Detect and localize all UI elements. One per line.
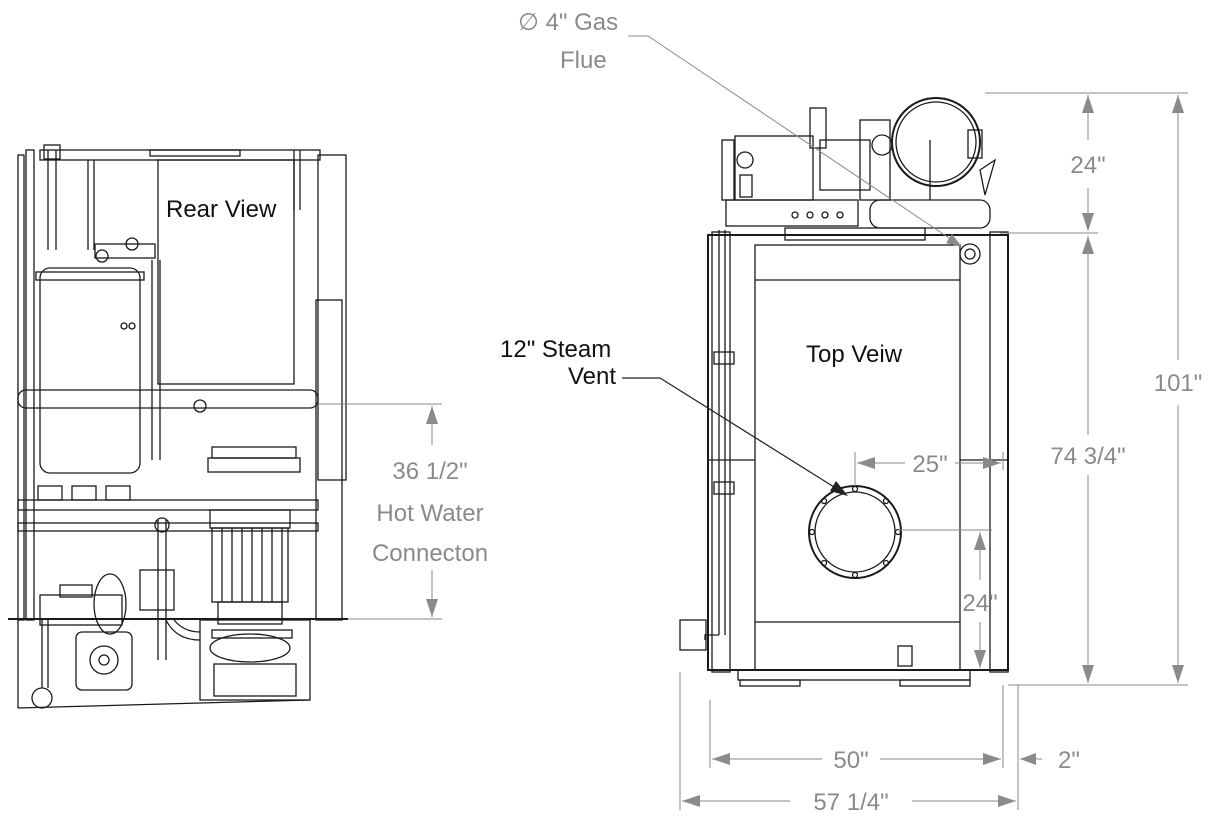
hot-water-label-line2: Hot Water xyxy=(376,500,483,527)
hot-water-label-line1: 36 1/2" xyxy=(392,458,467,485)
overall-width-dimension xyxy=(679,672,1016,810)
gas-flue-leader xyxy=(628,35,962,247)
hot-water-label-line3: Connecton xyxy=(372,540,488,567)
top-height-value: 24" xyxy=(1070,152,1105,179)
body-width-value: 50" xyxy=(833,747,868,774)
steam-vent-label-line1: 12" Steam xyxy=(500,336,611,363)
vent-offset-x-dimension xyxy=(854,452,1004,486)
top-view-drawing xyxy=(679,97,1009,687)
rear-view-label: Rear View xyxy=(166,196,277,223)
side-gap-value: 2" xyxy=(1058,747,1080,774)
top-view-label: Top Veiw xyxy=(806,341,903,368)
top-height-dimension xyxy=(985,92,1098,234)
body-height-value: 74 3/4" xyxy=(1050,443,1125,470)
side-gap-dimension xyxy=(1017,685,1042,810)
vent-offset-x-value: 25" xyxy=(912,451,947,478)
overall-height-dimension xyxy=(1008,92,1188,686)
gas-flue-label-line1: ∅ 4" Gas xyxy=(518,9,618,36)
vent-offset-y-value: 24" xyxy=(962,590,997,617)
overall-width-value: 57 1/4" xyxy=(813,789,888,816)
overall-height-value: 101" xyxy=(1154,370,1203,397)
gas-flue-label-line2: Flue xyxy=(560,47,607,74)
vent-offset-y-dimension xyxy=(898,529,992,668)
body-height-dimension xyxy=(1082,236,1094,683)
steam-vent-label-line2: Vent xyxy=(568,363,616,390)
body-width-dimension xyxy=(709,685,1004,768)
steam-vent-leader xyxy=(622,377,848,496)
hot-water-dimension xyxy=(318,403,442,620)
rear-view-drawing xyxy=(8,144,348,709)
